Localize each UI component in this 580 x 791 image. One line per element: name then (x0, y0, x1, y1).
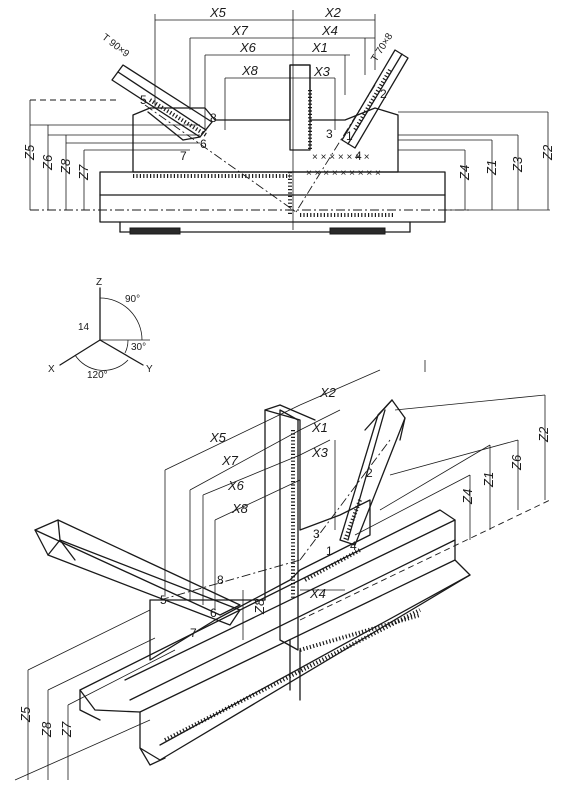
iso-point-3: 3 (313, 527, 320, 541)
iso-point-7: 7 (190, 626, 197, 640)
iso-dim-z5: Z5 (18, 706, 33, 723)
dim-z1: Z1 (484, 160, 499, 176)
iso-dim-z8-mid: Z8 (252, 598, 267, 615)
dim-z3: Z3 (510, 156, 525, 173)
dim-x7: X7 (231, 23, 249, 38)
dim-x3: X3 (313, 64, 331, 79)
right-z-dimensions (398, 111, 550, 211)
iso-dim-x8: X8 (231, 501, 249, 516)
dim-x8: X8 (241, 63, 259, 78)
iso-dim-z4: Z4 (460, 489, 475, 505)
dim-x6: X6 (239, 40, 257, 55)
filler-left (129, 227, 181, 235)
figure-number: 14 (78, 322, 90, 333)
point-8: 8 (210, 111, 217, 125)
axis-triad (59, 287, 150, 371)
svg-text:× × × × × × × × ×: × × × × × × × × × (306, 168, 381, 179)
point-3: 3 (326, 127, 333, 141)
left-z-dimensions (29, 100, 200, 210)
dim-z7: Z7 (76, 164, 91, 181)
right-diagonal (341, 49, 409, 149)
dim-z5: Z5 (22, 144, 37, 161)
iso-x-dimensions (164, 369, 381, 610)
iso-point-6: 6 (210, 606, 217, 620)
point-4: 4 (355, 149, 362, 163)
svg-text:× × × × × × ×: × × × × × × × (312, 152, 370, 163)
iso-left-z-dimensions (14, 609, 176, 781)
iso-stiffener (279, 409, 299, 651)
iso-point-1: 1 (326, 544, 333, 558)
axis-y-label: Y (146, 364, 153, 375)
dim-z6: Z6 (40, 154, 55, 171)
iso-right-diagonal (339, 399, 406, 546)
left-diagonal (111, 64, 213, 141)
angle-120-label: 120° (87, 370, 108, 381)
dim-z4: Z4 (457, 165, 472, 181)
dim-x5: X5 (209, 5, 227, 20)
iso-dim-x2: X2 (319, 385, 337, 400)
dim-x2: X2 (324, 5, 342, 20)
profile-left-label: Т 90×9 (100, 32, 132, 60)
iso-dim-z2: Z2 (536, 426, 551, 443)
dim-x4: X4 (321, 23, 338, 38)
iso-gusset-plate (149, 409, 371, 661)
point-5: 5 (140, 93, 147, 107)
iso-point-4: 4 (350, 539, 357, 553)
dim-z8: Z8 (58, 158, 73, 175)
isometric-view: X2 X5 X1 X7 X3 X6 X8 X4 Z2 Z6 Z1 Z4 Z8 (14, 369, 551, 781)
iso-dim-x7: X7 (221, 453, 239, 468)
iso-dim-x1: X1 (311, 420, 328, 435)
dim-z2: Z2 (540, 144, 555, 161)
axis-z-label: Z (96, 277, 102, 288)
iso-dim-x4: X4 (309, 586, 326, 601)
x-dimension-lines (154, 10, 376, 230)
iso-right-z-dimensions (299, 394, 551, 621)
point-1: 1 (346, 129, 353, 143)
point-7: 7 (180, 149, 187, 163)
point-6: 6 (200, 137, 207, 151)
profile-right-label: Т 70×8 (369, 31, 395, 64)
angle-30-label: 30° (131, 342, 146, 353)
chord-angle (99, 171, 446, 223)
iso-point-8: 8 (217, 573, 224, 587)
iso-point-2: 2 (366, 466, 373, 480)
iso-dim-x5: X5 (209, 430, 227, 445)
iso-dim-x6: X6 (227, 478, 245, 493)
iso-dim-x3: X3 (311, 445, 329, 460)
iso-left-diagonal (34, 519, 241, 626)
point-2: 2 (380, 87, 387, 101)
iso-dim-z8-left: Z8 (39, 721, 54, 738)
iso-dim-z6: Z6 (509, 454, 524, 471)
elevation-view: X5 X2 X7 X4 X6 X1 X8 X3 × × × × × × × × … (22, 5, 555, 235)
axis-x-label: X (48, 364, 55, 375)
iso-dim-z7: Z7 (59, 721, 74, 738)
iso-point-5: 5 (160, 593, 167, 607)
dim-x1: X1 (311, 40, 328, 55)
angle-90-label: 90° (125, 294, 140, 305)
filler-right (329, 227, 386, 235)
iso-dim-z1: Z1 (481, 472, 496, 488)
iso-chord-angle (79, 509, 471, 761)
